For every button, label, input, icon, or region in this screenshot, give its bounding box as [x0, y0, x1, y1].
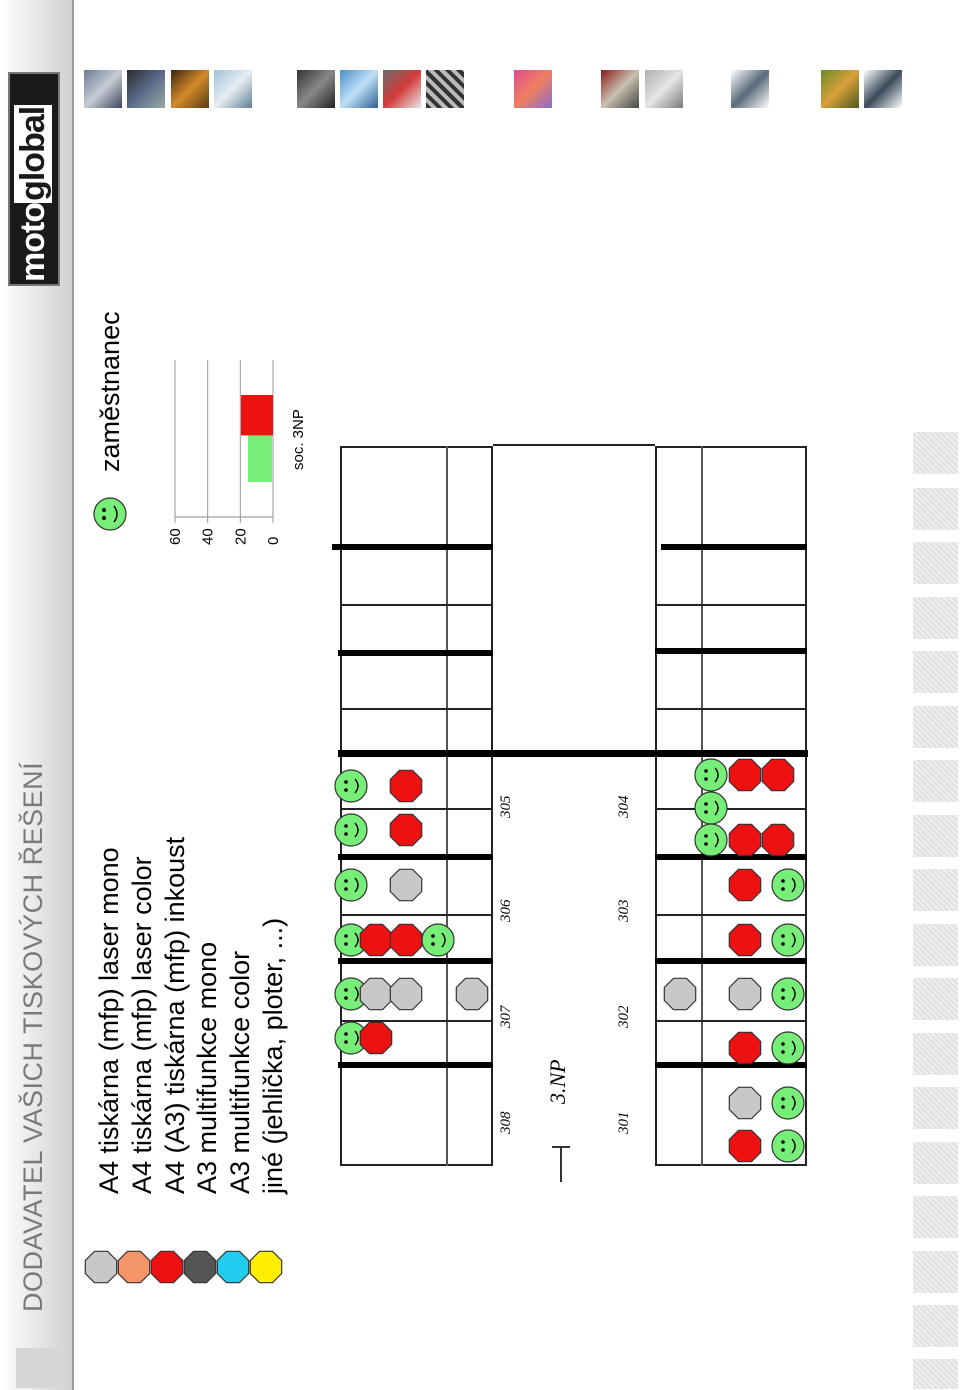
pattern-block — [913, 542, 958, 584]
thumbnail-photo — [171, 70, 209, 108]
printer-marker — [359, 977, 393, 1011]
chart-category-label: soc. 3NP — [290, 409, 307, 470]
pattern-block — [913, 978, 958, 1020]
pattern-block — [913, 597, 958, 639]
thumbnail-photo — [297, 70, 335, 108]
thumbnail-photo — [84, 70, 122, 108]
legend-swatches — [84, 1250, 283, 1284]
printer-marker — [728, 1031, 762, 1065]
legend-swatch — [216, 1250, 250, 1284]
printer-marker — [359, 1021, 393, 1055]
printer-marker — [728, 923, 762, 957]
printer-marker — [728, 823, 762, 857]
thumbnail-photo — [514, 70, 552, 108]
legend-swatch — [249, 1250, 283, 1284]
thumbnail-photo — [340, 70, 378, 108]
employee-marker — [334, 813, 368, 847]
printer-marker — [389, 769, 423, 803]
legend-swatch — [117, 1250, 151, 1284]
printer-marker — [389, 868, 423, 902]
chart-tick-label: 60 — [167, 528, 184, 545]
printer-marker — [728, 977, 762, 1011]
thumbnail-photo — [383, 70, 421, 108]
printer-marker — [761, 823, 795, 857]
thumbnail-photo — [864, 70, 902, 108]
printer-marker — [728, 1129, 762, 1163]
employee-marker — [771, 1086, 805, 1120]
pattern-block — [913, 1251, 958, 1293]
pattern-block — [913, 706, 958, 748]
printer-marker — [728, 1086, 762, 1120]
printer-marker — [359, 923, 393, 957]
thumbnail-photo — [601, 70, 639, 108]
printer-marker — [663, 977, 697, 1011]
pattern-block — [913, 815, 958, 857]
chart-bar-zam — [248, 435, 272, 482]
pattern-block — [913, 1033, 958, 1075]
chart-tick-label: 0 — [265, 537, 282, 545]
employee-marker — [771, 868, 805, 902]
printer-marker — [455, 977, 489, 1011]
employee-marker — [421, 923, 455, 957]
thumbnail-photo — [821, 70, 859, 108]
employee-marker — [694, 791, 728, 825]
legend-swatch — [150, 1250, 184, 1284]
employee-marker — [334, 769, 368, 803]
employee-marker — [694, 758, 728, 792]
title-band-divider — [72, 0, 74, 1390]
title-band-box — [16, 1348, 62, 1388]
thumbnail-photo — [731, 70, 769, 108]
employee-marker — [771, 923, 805, 957]
chart-tick-label: 20 — [232, 528, 249, 545]
printer-marker — [728, 758, 762, 792]
thumbnail-photo — [214, 70, 252, 108]
chart-tick-label: 40 — [200, 528, 217, 545]
legend-swatch — [183, 1250, 217, 1284]
printer-marker — [728, 868, 762, 902]
thumbnail-photo — [127, 70, 165, 108]
employee-marker — [334, 868, 368, 902]
pattern-block — [913, 924, 958, 966]
legend-swatch — [84, 1250, 118, 1284]
pattern-block — [913, 1142, 958, 1184]
pattern-block — [913, 1196, 958, 1238]
pattern-block — [913, 432, 958, 474]
pattern-block — [913, 760, 958, 802]
printer-marker — [389, 977, 423, 1011]
employee-icon — [93, 497, 127, 531]
pattern-block — [913, 1305, 958, 1347]
employee-marker — [694, 823, 728, 857]
pattern-block — [913, 1359, 958, 1389]
thumbnail-photo — [645, 70, 683, 108]
pattern-block — [913, 869, 958, 911]
chart-bar-str — [241, 395, 273, 436]
employee-marker — [771, 1129, 805, 1163]
thumbnail-photo — [426, 70, 464, 108]
employee-marker — [771, 1031, 805, 1065]
printer-marker — [389, 923, 423, 957]
pattern-block — [913, 488, 958, 530]
employee-marker — [771, 977, 805, 1011]
pattern-block — [913, 651, 958, 693]
printer-marker — [761, 758, 795, 792]
pattern-block — [913, 1087, 958, 1129]
printer-marker — [389, 813, 423, 847]
